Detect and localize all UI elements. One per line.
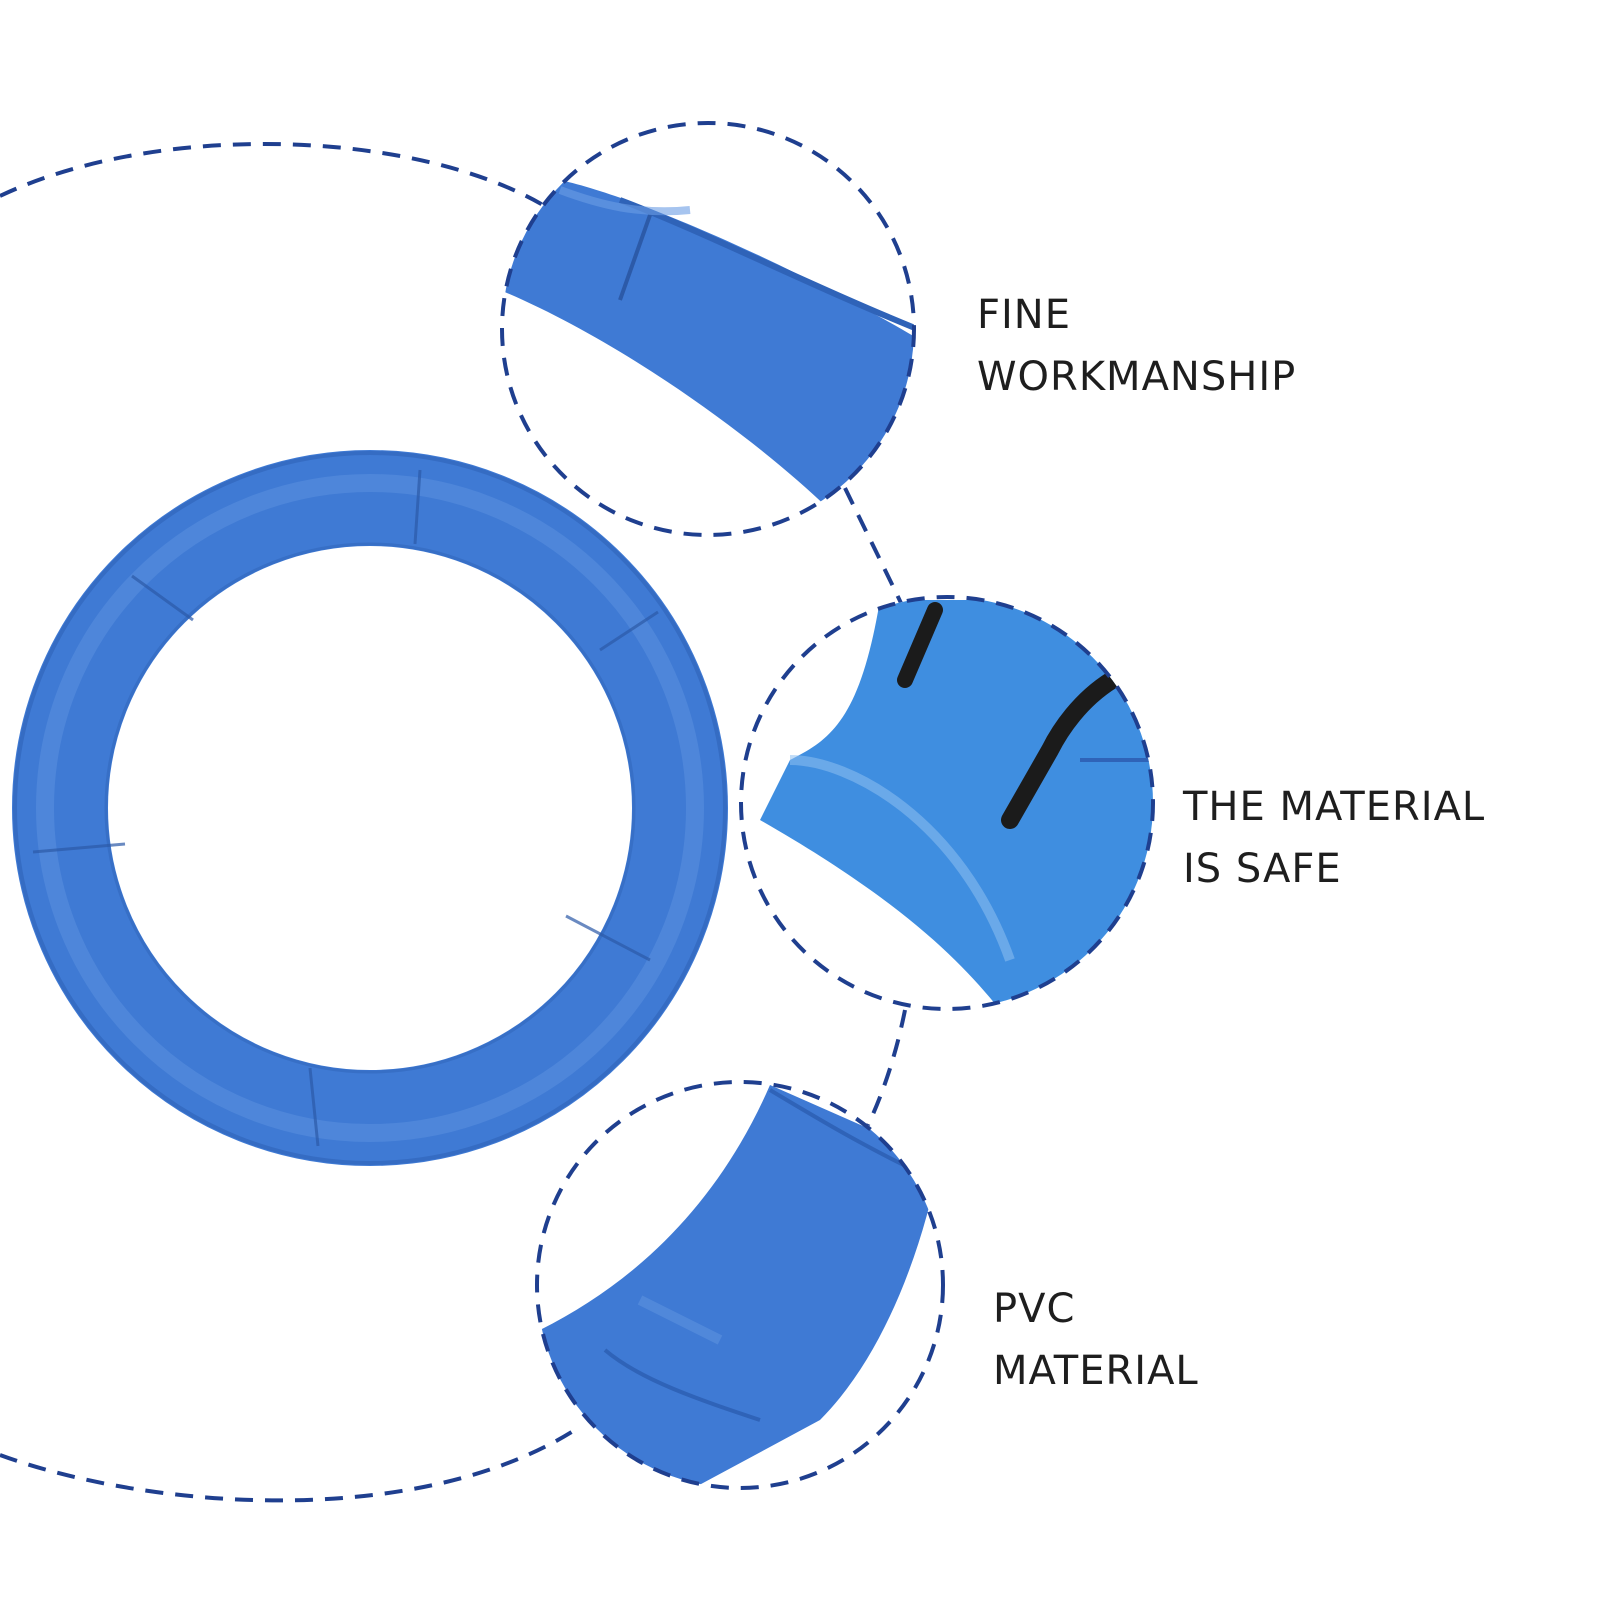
feature-label-pvc-material: PVC MATERIAL [993,1278,1199,1402]
feature-label-line: FINE [977,292,1071,338]
closeup-pvc-material [535,1080,945,1490]
dashed-connector-arc [843,487,907,613]
closeup-fine-workmanship [500,121,916,537]
feature-label-fine-workmanship: FINE WORKMANSHIP [977,284,1296,408]
dashed-connector-arc [0,1426,580,1503]
feature-label-line: MATERIAL [993,1348,1199,1394]
trampoline-pad-ring [12,450,728,1166]
feature-label-line: IS SAFE [1183,846,1342,892]
feature-label-material-safe: THE MATERIAL IS SAFE [1183,776,1485,900]
dashed-connector-arc [866,1009,907,1126]
feature-label-line: THE MATERIAL [1183,784,1486,830]
dashed-connector-arc [0,142,550,210]
closeup-material-safe [739,595,1155,1011]
feature-label-line: PVC [993,1286,1076,1332]
feature-label-line: WORKMANSHIP [977,354,1297,400]
